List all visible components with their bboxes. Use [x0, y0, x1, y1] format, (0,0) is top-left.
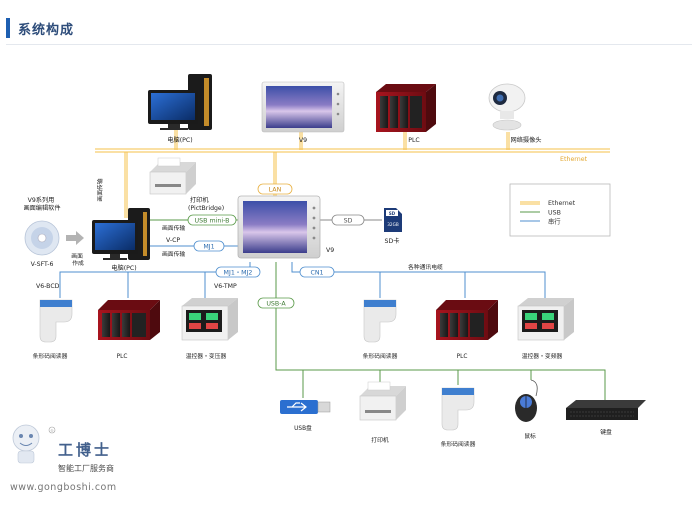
legend: Ethernet USB 串行: [509, 183, 611, 237]
pc-mid-icon: [92, 208, 150, 260]
watermark-tagline: 智能工厂服务商: [58, 463, 114, 473]
lan-tag: LAN: [257, 183, 293, 195]
keyboard-icon: [566, 400, 646, 420]
usb-a-bus: [275, 262, 606, 400]
watermark-brand: 工博士: [58, 441, 112, 459]
svg-text:USB mini-B: USB mini-B: [195, 218, 230, 225]
svg-text:USB-A: USB-A: [266, 301, 286, 308]
v9-main-label: V9: [326, 247, 334, 254]
temp-right-label: 温控器・变频器: [522, 352, 563, 360]
svg-text:SD: SD: [389, 211, 396, 216]
legend-usb: USB: [548, 210, 561, 217]
mouse-label: 鼠标: [524, 432, 536, 440]
svg-text:LAN: LAN: [269, 187, 282, 194]
mj1-mj2-tag: MJ1・MJ2: [215, 266, 261, 278]
software-label: V9系列用 画面编辑软件: [23, 196, 60, 212]
legend-serial: 串行: [548, 217, 561, 226]
mj1-tag: MJ1: [193, 240, 225, 252]
v9-top-icon: [261, 81, 345, 133]
plc-right-icon: [436, 300, 498, 340]
screen-xfer-2-label: 画面传输: [162, 250, 185, 258]
usb-drive-icon: [280, 400, 331, 414]
v-cp-label: V-CP: [166, 237, 180, 244]
barcode-reader-right-icon: [363, 299, 397, 343]
robot-logo-icon: ®: [12, 424, 56, 464]
barcode-bottom-label: 条形码阅读器: [441, 440, 476, 448]
section-title: 系统构成: [18, 22, 75, 38]
svg-text:MJ1: MJ1: [203, 244, 214, 251]
plc-left-label: PLC: [117, 354, 128, 360]
v9-main-icon: [237, 195, 321, 259]
barcode-left-label: 条形码阅读器: [33, 352, 68, 360]
pc-top-label: 电脑(PC): [167, 136, 192, 144]
mouse-icon: [515, 379, 538, 422]
section-header: 系统构成: [6, 14, 74, 42]
printer-bottom-icon: [359, 381, 406, 421]
arrow-right-icon: [66, 231, 84, 245]
temp-controller-right-icon: [517, 298, 574, 341]
plc-top-icon: [376, 84, 436, 132]
barcode-right-label: 条形码阅读器: [363, 352, 398, 360]
camera-label: 网络摄像头: [511, 136, 542, 144]
usb-a-tag: USB-A: [257, 297, 295, 309]
svg-text:®: ®: [50, 429, 54, 433]
software-name-label: V-SFT-6: [31, 261, 54, 268]
pc-mid-label: 电脑(PC): [111, 264, 136, 272]
temp-left-label: 温控器・变压器: [186, 352, 227, 360]
header-divider: [6, 44, 692, 45]
ethernet-bus-label: Ethernet: [560, 156, 588, 163]
svg-text:32GB: 32GB: [387, 222, 399, 227]
cn1-tag: CN1: [299, 266, 335, 278]
legend-ethernet: Ethernet: [548, 200, 576, 207]
svg-text:CN1: CN1: [310, 270, 323, 277]
screen-xfer-vertical-label: 画面传输: [96, 178, 104, 201]
plc-right-label: PLC: [457, 354, 468, 360]
v6-tmp-label: V6-TMP: [214, 283, 237, 290]
printer-pictbridge-icon: [149, 157, 196, 195]
keyboard-label: 键盘: [600, 428, 612, 436]
usb-drive-label: USB盘: [294, 424, 312, 432]
network-camera-icon: [488, 83, 526, 131]
watermark: ® 工博士 智能工厂服务商 www.gongboshi.com: [10, 424, 117, 493]
header-accent: [6, 18, 10, 38]
software-cd-icon: [24, 220, 60, 256]
cn1-serial-bus: [291, 262, 546, 298]
svg-text:SD: SD: [344, 218, 353, 225]
watermark-url: www.gongboshi.com: [10, 482, 117, 493]
barcode-reader-bottom-icon: [441, 387, 475, 431]
ethernet-bus: [95, 130, 610, 218]
sd-card-label: SD卡: [385, 237, 400, 245]
printer-bottom-label: 打印机: [371, 436, 389, 444]
barcode-reader-left-icon: [39, 299, 73, 343]
screen-make-label: 画面 作成: [71, 253, 84, 267]
sd-tag: SD: [331, 214, 365, 226]
sd-card-icon: SD 32GB: [384, 208, 402, 232]
svg-text:MJ1・MJ2: MJ1・MJ2: [224, 270, 253, 277]
screen-xfer-1-label: 画面传输: [162, 224, 185, 232]
usb-mini-b-tag: USB mini-B: [187, 214, 237, 226]
plc-top-label: PLC: [408, 137, 420, 144]
v9-top-label: V9: [299, 137, 307, 144]
plc-left-icon: [98, 300, 160, 340]
v6-bcd-label: V6-BCD: [36, 283, 60, 290]
temp-controller-left-icon: [181, 298, 238, 341]
printer-pictbridge-label: 打印机 (PictBridge): [188, 196, 224, 212]
various-comm-label: 各种通讯电缆: [408, 263, 443, 271]
pc-top-icon: [148, 74, 212, 130]
